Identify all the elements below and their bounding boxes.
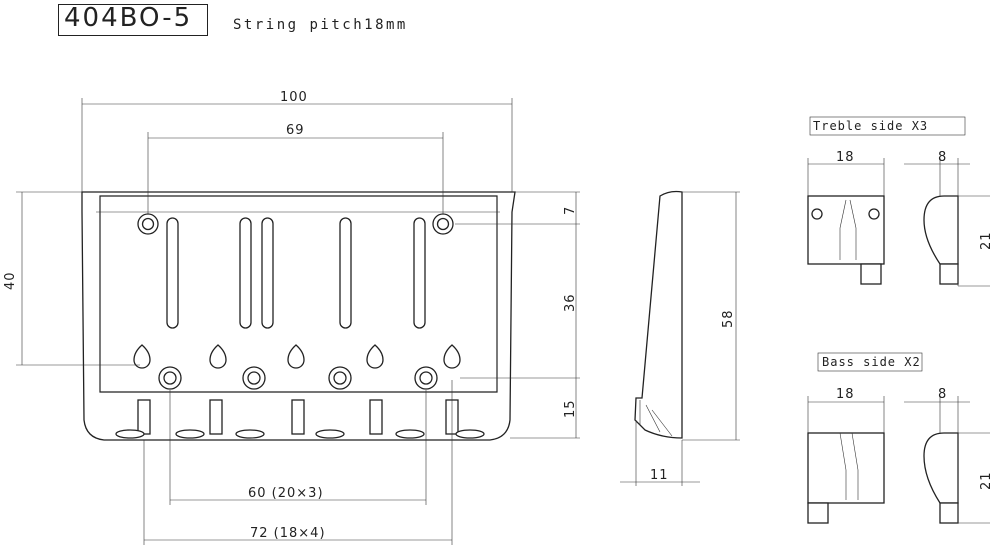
mount-hole-left (137, 213, 159, 235)
adjust-slots (166, 217, 426, 329)
bridge-body-outline (81, 191, 516, 441)
saddle-tips (133, 344, 461, 369)
bass-depth: 8 (938, 387, 947, 402)
dim-mount-spacing: 69 (286, 123, 305, 138)
bass-width: 18 (836, 387, 855, 402)
dim-side-height: 58 (721, 309, 736, 328)
dim-overall-string-span: 72 (18×4) (250, 526, 326, 541)
dim-side-depth: 11 (650, 468, 669, 483)
string-holes (158, 366, 438, 390)
mount-hole-right (432, 213, 454, 235)
front-dimension-lines (16, 98, 580, 545)
treble-height: 21 (979, 231, 994, 250)
dim-outer-string-span: 60 (20×3) (248, 486, 324, 501)
dim-height-left: 40 (3, 271, 18, 290)
bass-side-label: Bass side X2 (822, 355, 921, 369)
treble-width: 18 (836, 150, 855, 165)
treble-side-label: Treble side X3 (813, 119, 928, 133)
dim-overall-width: 100 (280, 90, 308, 105)
string-pitch-label: String pitch18mm (233, 17, 408, 33)
dim-slot-height: 36 (563, 293, 578, 312)
bridge-side-view (620, 190, 740, 486)
bridge-front-view (81, 191, 516, 441)
model-box (58, 4, 208, 36)
bass-saddle (807, 352, 990, 524)
bass-height: 21 (979, 471, 994, 490)
treble-saddle (807, 116, 990, 287)
bridge-inner-plate (99, 195, 498, 393)
dim-bottom-offset: 15 (563, 399, 578, 418)
dim-top-offset: 7 (563, 206, 578, 215)
model-number: 404BO-5 (64, 3, 193, 33)
saddle-posts (115, 399, 485, 439)
treble-depth: 8 (938, 150, 947, 165)
